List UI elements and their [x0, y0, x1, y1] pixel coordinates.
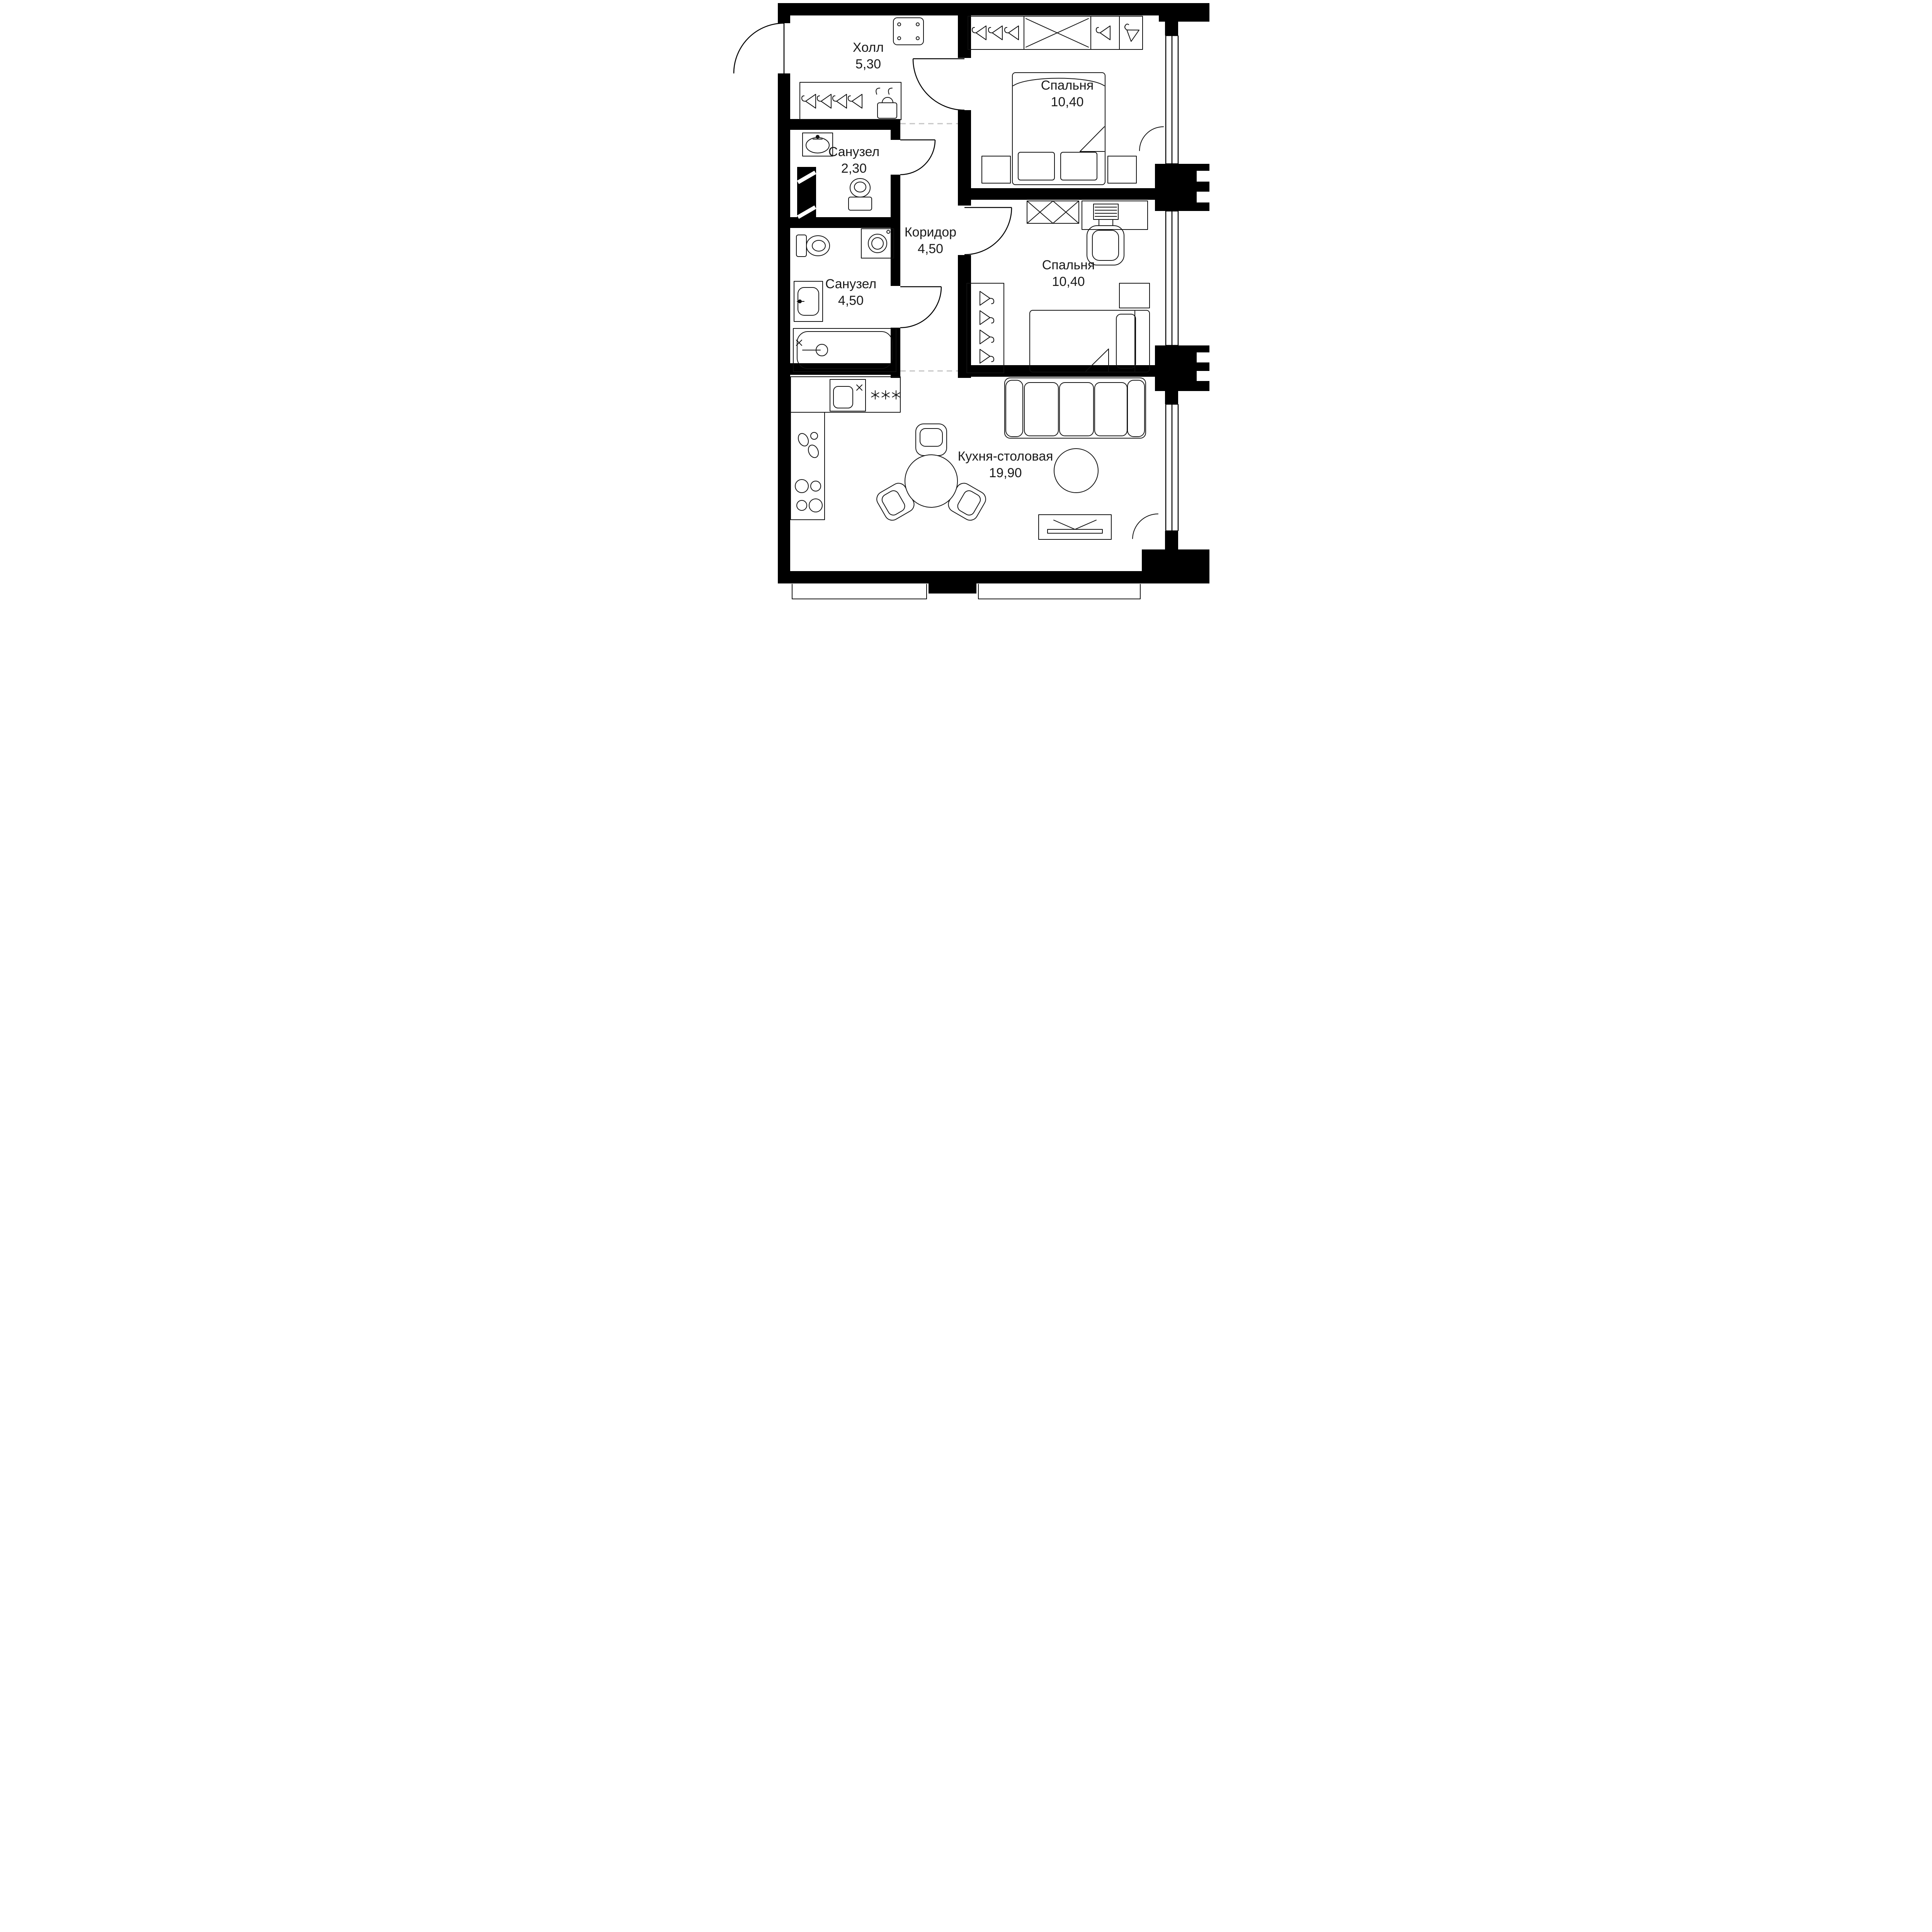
facade-notch — [1197, 192, 1209, 202]
furniture — [790, 16, 1164, 599]
dining-table-icon — [905, 454, 958, 508]
wall-center-seg-1 — [958, 15, 971, 58]
kitchen-counter-left — [790, 412, 825, 520]
facade-notch — [1197, 371, 1209, 381]
room-area-bathroom-large: 4,50 — [838, 293, 864, 308]
room-label-bathroom-large: Санузел — [825, 277, 876, 291]
facade-notch — [1197, 352, 1209, 362]
bathroom-large-toilet-icon — [796, 235, 830, 257]
bathroom-small-toilet-icon — [848, 178, 872, 211]
double-bed-icon — [1012, 72, 1105, 185]
cooktop-icon — [795, 479, 823, 512]
room-area-hall: 5,30 — [855, 57, 881, 71]
bedroom-middle-door — [964, 207, 1012, 255]
facade-outline-bottom — [792, 584, 1141, 599]
room-area-kitchen-dining: 19,90 — [989, 466, 1022, 480]
bedroom-middle-wardrobe-icon — [966, 283, 1004, 373]
window-right-3 — [1165, 403, 1179, 532]
wall-corner-top-right — [1159, 3, 1209, 22]
single-bed-icon — [1029, 310, 1150, 372]
room-label-corridor: Коридор — [905, 225, 956, 240]
hall-wardrobe-icon — [799, 82, 901, 120]
room-label-kitchen-dining: Кухня-столовая — [958, 449, 1053, 464]
vent-shaft — [797, 167, 816, 223]
hob-symbol-icon — [892, 390, 900, 400]
bathroom-small-sink-icon — [802, 133, 833, 156]
bathroom-large-door — [900, 286, 942, 328]
wall-right-post-2 — [1165, 391, 1178, 404]
tv-stand-icon — [1038, 514, 1112, 540]
hob-symbol-icon — [881, 390, 890, 400]
room-area-bedroom-middle: 10,40 — [1052, 274, 1085, 289]
wall-right-post-1 — [1165, 22, 1178, 36]
sliding-closet-icon — [1027, 201, 1079, 224]
room-label-bedroom-top: Спальня — [1041, 78, 1094, 93]
entrance-door — [733, 22, 785, 74]
sofa-icon — [1004, 378, 1146, 439]
windows — [1165, 35, 1179, 532]
bedroom-top-door — [912, 58, 965, 111]
room-label-bathroom-small: Санузел — [828, 145, 879, 159]
coffee-table-icon — [1054, 448, 1099, 493]
desk-icon — [1082, 201, 1148, 230]
kitchen-sink-icon — [830, 379, 866, 412]
window-right-1 — [1165, 35, 1179, 165]
wall-hall-bathroom — [790, 119, 900, 130]
hall-stool-icon — [893, 17, 924, 45]
decor-drops-icon — [798, 432, 819, 458]
laptop-icon — [1093, 204, 1119, 226]
nightstand-icon — [1119, 283, 1150, 308]
wall-top-bedroom — [965, 3, 1159, 15]
wall-top-hall — [778, 3, 965, 15]
kitchen-counter-top — [790, 376, 901, 413]
floor-plan-page: Холл 5,30 Санузел 2,30 Коридор 4,50 Сану… — [721, 0, 1211, 605]
room-labels: Холл 5,30 Санузел 2,30 Коридор 4,50 Сану… — [825, 40, 1095, 480]
zone-dashed-lines — [900, 123, 958, 372]
bathroom-large-sink-icon — [794, 281, 823, 322]
room-area-corridor: 4,50 — [918, 242, 943, 256]
bedroom-top-wardrobe-icon — [968, 16, 1143, 50]
wall-bedroom2-bottom — [958, 365, 1159, 377]
wall-bedroom1-bottom — [958, 188, 1159, 200]
wall-left — [778, 73, 790, 583]
room-label-hall: Холл — [853, 40, 884, 55]
hook-icon — [876, 88, 880, 95]
room-area-bathroom-small: 2,30 — [841, 161, 867, 176]
hob-symbol-icon — [871, 390, 879, 400]
facade-notch — [1197, 171, 1209, 182]
washing-machine-icon — [861, 228, 894, 259]
window-right-2 — [1165, 210, 1179, 346]
wall-corridor-seg-2 — [891, 175, 900, 286]
doors — [733, 22, 1012, 328]
wall-right-block-2 — [1155, 345, 1209, 391]
nightstand-icon — [981, 156, 1011, 184]
curtain-arc-icon — [1132, 514, 1158, 539]
walls — [778, 3, 1209, 594]
floor-plan-svg: Холл 5,30 Санузел 2,30 Коридор 4,50 Сану… — [733, 3, 1209, 599]
bathtub-icon — [793, 328, 896, 372]
nightstand-icon — [1107, 156, 1137, 184]
curtain-arc-icon — [1139, 126, 1164, 151]
desk-chair-icon — [1087, 225, 1124, 265]
hook-icon — [888, 88, 893, 95]
dining-chair-icon — [915, 423, 947, 456]
room-area-bedroom-top: 10,40 — [1051, 95, 1083, 109]
wall-center-seg-3 — [958, 255, 971, 378]
bathroom-small-door — [900, 139, 936, 175]
room-label-bedroom-middle: Спальня — [1042, 258, 1095, 272]
wall-bottom-pier — [929, 571, 976, 594]
wall-corridor-seg-1 — [891, 130, 900, 140]
bag-icon — [877, 102, 897, 119]
wall-right-post-3 — [1165, 531, 1178, 549]
